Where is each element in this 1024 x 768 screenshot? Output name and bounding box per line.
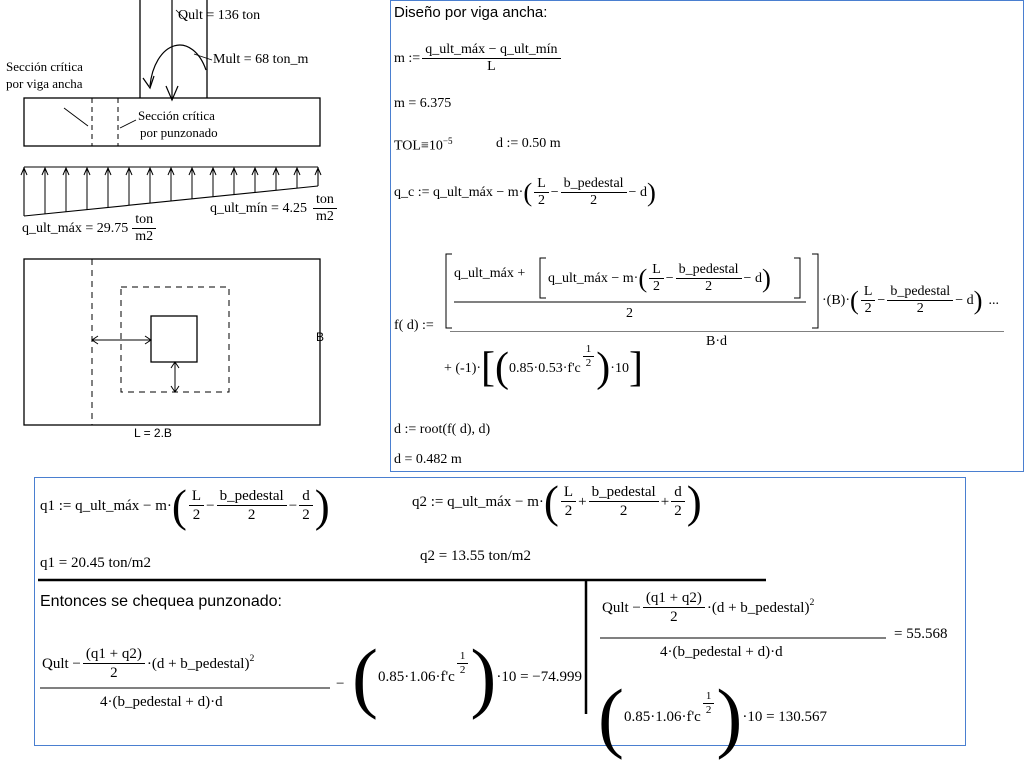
mult-label: Mult = 68 ton_m — [213, 52, 309, 67]
b-dimension-label: B — [316, 330, 325, 344]
punching-panel — [34, 477, 966, 746]
qult-arrow — [165, 0, 179, 102]
q2-result: q2 = 13.55 ton/m2 — [420, 548, 531, 564]
moment-arc — [142, 44, 207, 90]
divider-lines — [38, 578, 766, 714]
root-call: d := root(f( d), d) — [394, 422, 491, 437]
plan-dimension-arrows — [91, 335, 180, 393]
d-result: d = 0.482 m — [394, 452, 462, 467]
tolerance: TOL≡10−5 — [394, 136, 453, 154]
q1-result: q1 = 20.45 ton/m2 — [40, 555, 151, 571]
punching-demand: Qult − (q1 + q2)2 ·(d + b_pedestal)2 4·(… — [600, 590, 948, 660]
punching-check-title: Entonces se chequea punzonado: — [40, 593, 282, 610]
wide-beam-critical-label: Sección crítica por viga ancha — [6, 59, 83, 91]
punching-critical-label: Sección crítica por punzonado — [138, 108, 218, 140]
footing-diagram — [20, 0, 322, 426]
pedestal — [139, 0, 208, 98]
punching-demand-vs-capacity: Qult − (q1 + q2)2 ·(d + b_pedestal)2 4·(… — [40, 633, 582, 720]
m-result: m = 6.375 — [394, 96, 452, 111]
pedestal-plan — [150, 315, 198, 363]
d-initial: d := 0.50 m — [496, 136, 561, 151]
footing-plan — [23, 258, 321, 426]
l-dimension-label: L = 2.B — [134, 426, 172, 440]
qult-label: Qult = 136 ton — [178, 8, 261, 23]
panel-title: Diseño por viga ancha: — [394, 4, 548, 21]
pressure-arrows — [20, 166, 322, 216]
fd-lhs: f( d) := — [394, 318, 434, 333]
